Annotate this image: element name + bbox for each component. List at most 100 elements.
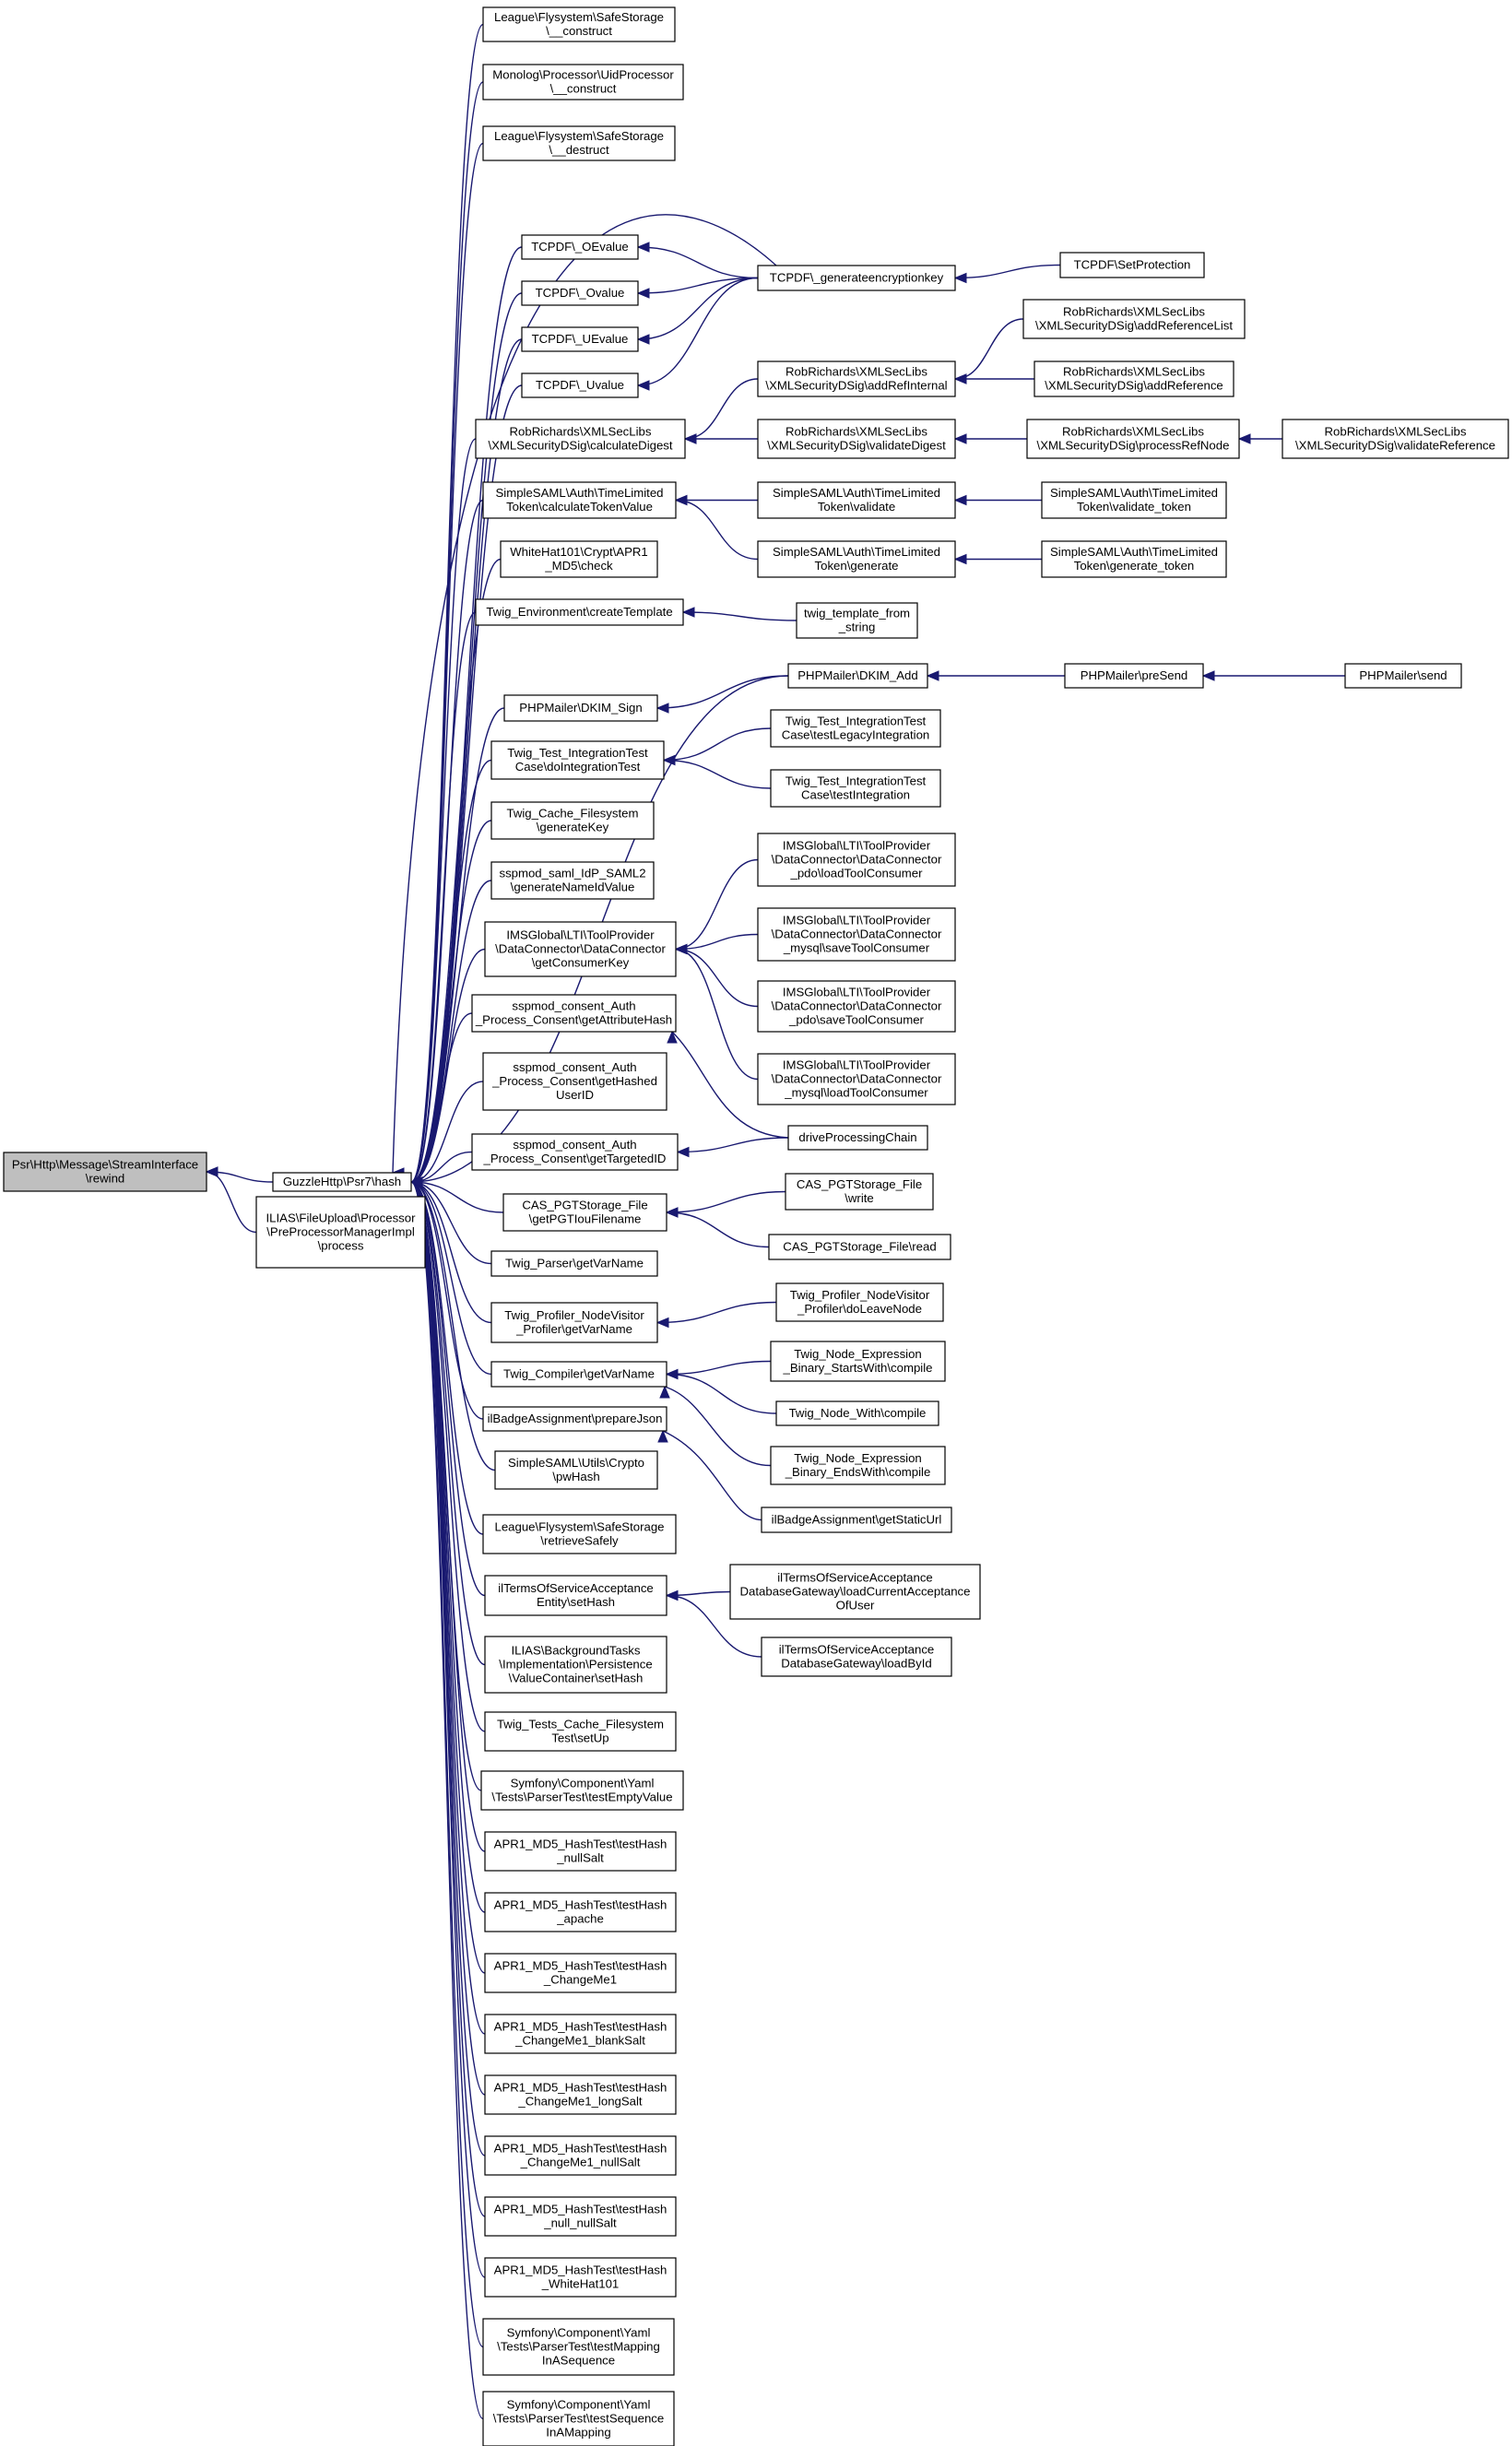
node-drivechain[interactable]: driveProcessingChain [787,1125,928,1151]
node-apr1check[interactable]: WhiteHat101\Crypt\APR1_MD5\check [500,540,658,578]
node-uid-construct[interactable]: Monolog\Processor\UidProcessor\__constru… [482,64,684,100]
node-tlgenerate[interactable]: SimpleSAML\Auth\TimeLimitedToken\generat… [757,540,956,578]
node-md5cnull[interactable]: APR1_MD5_HashTest\testHash_ChangeMe1_nul… [484,2135,677,2176]
node-setprot[interactable]: TCPDF\SetProtection [1059,252,1205,278]
node-yamlseqmap[interactable]: Symfony\Component\Yaml\Tests\ParserTest\… [482,2391,675,2446]
node-box [1041,481,1227,519]
node-genenc[interactable]: TCPDF\_generateencryptionkey [757,265,956,291]
node-oevalue[interactable]: TCPDF\_OEvalue [521,234,639,260]
node-dointtest[interactable]: Twig_Test_IntegrationTestCase\doIntegrat… [490,740,665,780]
node-root[interactable]: Psr\Http\Message\StreamInterface\rewind [3,1152,207,1192]
node-label-line: \XMLSecurityDSig\addReference [1045,379,1223,393]
node-presend[interactable]: PHPMailer\preSend [1064,663,1204,689]
node-ss-construct[interactable]: League\Flysystem\SafeStorage\__construct [482,6,676,42]
edge-genenc-to-uevalue [637,277,759,340]
node-ss-destruct[interactable]: League\Flysystem\SafeStorage\__destruct [482,125,676,161]
node-valdigest[interactable]: RobRichards\XMLSecLibs\XMLSecurityDSig\v… [757,419,956,459]
node-badgeurl[interactable]: ilBadgeAssignment\getStaticUrl [761,1507,952,1533]
node-label-line: \getPGTIouFilename [529,1212,642,1226]
node-label-line: \__construct [550,82,617,96]
node-badgejson[interactable]: ilBadgeAssignment\prepareJson [482,1406,667,1432]
node-box [796,602,918,639]
node-calctoken[interactable]: SimpleSAML\Auth\TimeLimitedToken\calcula… [482,481,677,519]
node-bgsethash[interactable]: ILIAS\BackgroundTasks\Implementation\Per… [484,1636,667,1694]
node-md5apache[interactable]: APR1_MD5_HashTest\testHash_apache [484,1892,677,1932]
node-testlegacy[interactable]: Twig_Test_IntegrationTestCase\testLegacy… [770,709,941,748]
node-gethasheduid[interactable]: sspmod_consent_Auth_Process_Consent\getH… [482,1052,667,1111]
arrowhead [656,1317,669,1329]
node-label-line: PHPMailer\preSend [1081,668,1188,682]
arrowhead [665,1368,679,1380]
node-ovalue[interactable]: TCPDF\_Ovalue [521,280,639,306]
node-createtpl[interactable]: Twig_Environment\createTemplate [475,598,684,626]
node-saml2[interactable]: sspmod_saml_IdP_SAML2\generateNameIdValu… [490,861,655,900]
node-box [490,1302,658,1343]
node-nodewith[interactable]: Twig_Node_With\compile [775,1400,939,1426]
arrowhead [953,373,967,384]
node-getattrhash[interactable]: sspmod_consent_Auth_Process_Consent\getA… [471,994,677,1033]
node-testint[interactable]: Twig_Test_IntegrationTestCase\testIntegr… [770,769,941,808]
node-calcdigest[interactable]: RobRichards\XMLSecLibs\XMLSecurityDSig\c… [475,419,686,459]
node-box [757,980,956,1033]
node-dkimadd[interactable]: PHPMailer\DKIM_Add [787,663,928,689]
edge-mysqlload-to-getconskey [675,948,759,1081]
arrowhead [953,553,967,565]
node-md5wh[interactable]: APR1_MD5_HashTest\testHash_WhiteHat101 [484,2257,677,2298]
node-label-line: _ChangeMe1_longSalt [517,2095,643,2109]
node-addref[interactable]: RobRichards\XMLSecLibs\XMLSecurityDSig\a… [1034,360,1234,397]
node-process[interactable]: ILIAS\FileUpload\Processor\PreProcessorM… [255,1196,426,1269]
node-retrieve[interactable]: League\Flysystem\SafeStorage\retrieveSaf… [482,1514,677,1554]
node-label-line: TCPDF\_generateencryptionkey [770,271,944,285]
node-startswith[interactable]: Twig_Node_Expression_Binary_StartsWith\c… [770,1341,946,1382]
node-uevalue[interactable]: TCPDF\_UEvalue [521,326,639,352]
node-profleave[interactable]: Twig_Profiler_NodeVisitor_Profiler\doLea… [775,1282,944,1322]
node-label-line: ILIAS\FileUpload\Processor [266,1211,417,1225]
node-getconskey[interactable]: IMSGlobal\LTI\ToolProvider\DataConnector… [484,921,677,977]
node-profvar[interactable]: Twig_Profiler_NodeVisitor_Profiler\getVa… [490,1302,658,1343]
node-addrefint[interactable]: RobRichards\XMLSecLibs\XMLSecurityDSig\a… [757,360,956,397]
node-md5nn[interactable]: APR1_MD5_HashTest\testHash_null_nullSalt [484,2196,677,2237]
arrowhead [636,380,650,391]
node-gettargetid[interactable]: sspmod_consent_Auth_Process_Consent\getT… [471,1133,679,1171]
node-tlvalidate-token[interactable]: SimpleSAML\Auth\TimeLimitedToken\validat… [1041,481,1227,519]
node-parservar[interactable]: Twig_Parser\getVarName [490,1250,658,1277]
node-tplfromstr[interactable]: twig_template_from_string [796,602,918,639]
node-label-line: sspmod_consent_Auth [513,1138,636,1152]
node-md5change[interactable]: APR1_MD5_HashTest\testHash_ChangeMe1 [484,1953,677,1993]
node-valref[interactable]: RobRichards\XMLSecLibs\XMLSecurityDSig\v… [1282,419,1509,459]
node-compvar[interactable]: Twig_Compiler\getVarName [490,1361,667,1388]
node-addreflist[interactable]: RobRichards\XMLSecLibs\XMLSecurityDSig\a… [1022,299,1246,339]
node-pgtfilename[interactable]: CAS_PGTStorage_File\getPGTIouFilename [502,1193,667,1232]
node-send[interactable]: PHPMailer\send [1344,663,1462,689]
node-pwhash[interactable]: SimpleSAML\Utils\Crypto\pwHash [494,1450,658,1490]
node-label-line: RobRichards\XMLSecLibs [510,425,652,439]
node-yamlmapseq[interactable]: Symfony\Component\Yaml\Tests\ParserTest\… [482,2318,675,2376]
node-dkimsign[interactable]: PHPMailer\DKIM_Sign [503,694,658,722]
node-cachegen[interactable]: Twig_Cache_Filesystem\generateKey [490,801,655,840]
node-tosloadbyid[interactable]: ilTermsOfServiceAcceptanceDatabaseGatewa… [761,1637,952,1677]
node-md5blank[interactable]: APR1_MD5_HashTest\testHash_ChangeMe1_bla… [484,2014,677,2054]
node-uvalue[interactable]: TCPDF\_Uvalue [521,372,639,398]
node-hash[interactable]: GuzzleHttp\Psr7\hash [272,1172,412,1192]
node-md5null[interactable]: APR1_MD5_HashTest\testHash_nullSalt [484,1831,677,1872]
node-endswith[interactable]: Twig_Node_Expression_Binary_EndsWith\com… [770,1446,946,1485]
node-label-line: _Process_Consent\getAttributeHash [475,1013,672,1027]
node-pdosave[interactable]: IMSGlobal\LTI\ToolProvider\DataConnector… [757,980,956,1033]
node-tosloadcur[interactable]: ilTermsOfServiceAcceptanceDatabaseGatewa… [729,1564,981,1620]
node-tlgenerate-token[interactable]: SimpleSAML\Auth\TimeLimitedToken\generat… [1041,540,1227,578]
node-md5long[interactable]: APR1_MD5_HashTest\testHash_ChangeMe1_lon… [484,2074,677,2115]
node-procrefnode[interactable]: RobRichards\XMLSecLibs\XMLSecurityDSig\p… [1026,419,1240,459]
node-label-line: TCPDF\_Ovalue [536,286,625,300]
edge-mysqlsave-to-getconskey [675,933,759,951]
node-pgtread[interactable]: CAS_PGTStorage_File\read [768,1234,951,1260]
node-pgtwrite[interactable]: CAS_PGTStorage_File\write [785,1173,934,1211]
node-label-line: \DataConnector\DataConnector [495,942,666,956]
node-mysqlload[interactable]: IMSGlobal\LTI\ToolProvider\DataConnector… [757,1053,956,1105]
node-box [484,2257,677,2298]
node-yamlempty[interactable]: Symfony\Component\Yaml\Tests\ParserTest\… [480,1770,684,1811]
node-mysqlsave[interactable]: IMSGlobal\LTI\ToolProvider\DataConnector… [757,907,956,962]
node-pdoload[interactable]: IMSGlobal\LTI\ToolProvider\DataConnector… [757,833,956,887]
node-tlvalidate[interactable]: SimpleSAML\Auth\TimeLimitedToken\validat… [757,481,956,519]
